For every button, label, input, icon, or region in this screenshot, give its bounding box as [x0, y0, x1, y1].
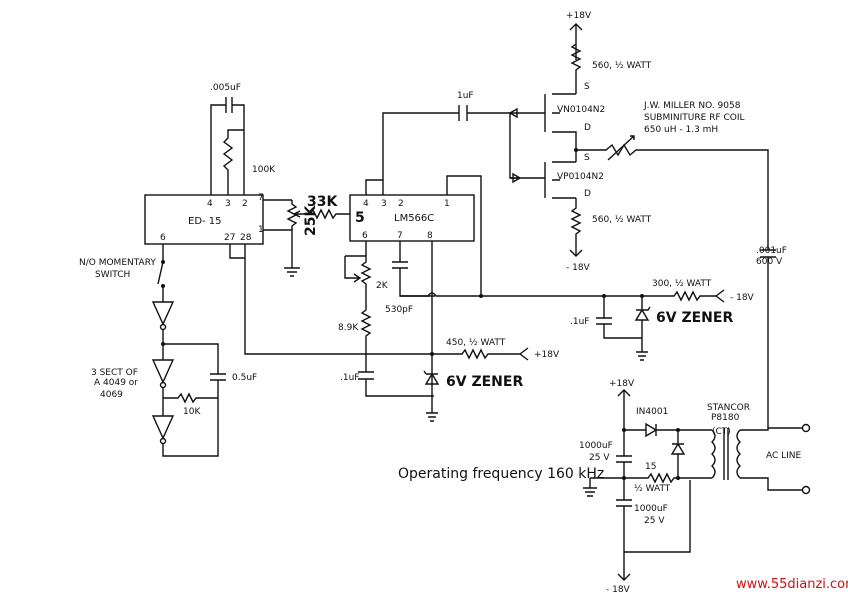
pot-25k: 25K [263, 199, 319, 277]
ed15-pin3: 3 [225, 199, 231, 209]
cap-001uf: .001uF 600 V [756, 246, 787, 420]
watermark: www.55dianzi.com [736, 577, 848, 592]
supply-pos-top: +18V [566, 11, 592, 21]
timing-network: 2K 8.9K .1uF [338, 241, 434, 397]
res-450-label: 450, ½ WATT [446, 338, 506, 348]
cap-1uf: 1uF [382, 91, 545, 180]
lm566-label: LM566C [394, 213, 434, 224]
cap-530pf-label: 530pF [385, 305, 413, 315]
lm566-pin1: 1 [444, 199, 450, 209]
res-560-bottom-label: 560, ½ WATT [592, 215, 652, 225]
cap-1000-top: 1000uF [579, 441, 613, 451]
res-15-watt: ½ WATT [634, 484, 671, 494]
zener-upper: 300, ½ WATT - 18V .1uF 6V ZENER [400, 279, 755, 361]
lm566-pin3: 3 [381, 199, 387, 209]
lm566-pin8: 8 [427, 231, 433, 241]
lm566-pin5: 5 [355, 210, 365, 226]
lm566-pin7: 7 [397, 231, 403, 241]
zener-upper-label: 6V ZENER [656, 310, 733, 326]
q2-source: S [584, 153, 590, 163]
switch-and-inverters: N/O MOMENTARY SWITCH 0.5uF 10K 3 SECT OF… [79, 244, 257, 457]
cap-005uf: .005uF [210, 83, 245, 195]
ac-line-label: AC LINE [766, 451, 802, 461]
inverter-label-line2: A 4049 or [94, 378, 138, 388]
res-560-top-label: 560, ½ WATT [592, 61, 652, 71]
res-100k: 100K [222, 129, 276, 195]
lm566-pin6: 6 [362, 231, 368, 241]
cap-530pf: 530pF [385, 241, 435, 315]
cap-1000-bot-v: 25 V [644, 516, 665, 526]
xfmr-label1: STANCOR [707, 403, 750, 413]
res-89k-label: 8.9K [338, 323, 359, 333]
supply-neg-top: - 18V [566, 263, 591, 273]
ground-lower [426, 412, 438, 422]
cap-01uf-b-label: .1uF [570, 317, 589, 327]
zener-lower-label: 6V ZENER [446, 374, 523, 390]
ed15-pin1: 1 [258, 225, 264, 235]
cap-01uf-a-label: .1uF [340, 373, 359, 383]
ed15-output-trace [229, 244, 432, 355]
q1-label: VN0104N2 [557, 105, 605, 115]
q1-source: S [584, 82, 590, 92]
ed15-pin7: 7 [258, 193, 264, 203]
lm566-chip: LM566C 4 3 2 1 5 6 7 8 [349, 194, 475, 242]
q2-drain: D [584, 189, 591, 199]
rf-coil-line1: J.W. MILLER NO. 9058 [643, 101, 741, 111]
lm566-pin1-trace [446, 175, 482, 296]
cap-1uf-label: 1uF [457, 91, 474, 101]
q2-label: VP0104N2 [557, 172, 604, 182]
mosfet-stage: +18V 560, ½ WATT S VN0104N2 D J.W. MILLE… [510, 11, 769, 273]
caption-operating-frequency: Operating frequency 160 kHz [398, 466, 604, 482]
lm566-pin4: 4 [363, 199, 369, 209]
xfmr-ct: (CT) [712, 427, 731, 437]
ed15-pin2: 2 [242, 199, 248, 209]
q1-drain: D [584, 123, 591, 133]
ed15-pin28: 28 [240, 233, 252, 243]
res-15-label: 15 [645, 462, 656, 472]
diode-label: IN4001 [636, 407, 668, 417]
trim-2k-label: 2K [376, 281, 389, 291]
supply-neg-mid: - 18V [730, 293, 755, 303]
lm566-pin2: 2 [398, 199, 404, 209]
supply-pos-mid: +18V [534, 350, 560, 360]
ed15-pin4: 4 [207, 199, 213, 209]
ed15-pin27: 27 [224, 233, 235, 243]
res-300-label: 300, ½ WATT [652, 279, 712, 289]
lm566-top-bridge [365, 179, 384, 195]
zener-lower: 450, ½ WATT +18V 6V ZENER [423, 338, 560, 390]
res-33k-label: 33K [307, 194, 338, 210]
switch-label-line1: N/O MOMENTARY [79, 258, 156, 268]
rf-coil-line2: SUBMINITURE RF COIL [644, 113, 745, 123]
supply-neg-ps: - 18V [606, 585, 631, 595]
xfmr-label2: P8180 [711, 413, 740, 423]
pot-25k-label: 25K [303, 205, 319, 236]
switch-label-line2: SWITCH [95, 270, 130, 280]
cap-001uf-voltage: 600 V [756, 257, 783, 267]
cap-1000-bot: 1000uF [634, 504, 668, 514]
cap-005uf-label: .005uF [210, 83, 241, 93]
supply-pos-ps: +18V [609, 379, 635, 389]
ed15-pin6: 6 [160, 233, 166, 243]
inverter-label-line3: 4069 [100, 390, 123, 400]
inverter-label-line1: 3 SECT OF [91, 368, 138, 378]
power-supply: +18V IN4001 1000uF 25 V 15 ½ WATT 1000uF… [579, 379, 811, 595]
cap-1000-top-v: 25 V [589, 453, 610, 463]
rf-coil-line3: 650 uH - 1.3 mH [644, 125, 718, 135]
res-100k-label: 100K [252, 165, 276, 175]
res-10k-label: 10K [183, 407, 201, 417]
ed15-label: ED- 15 [188, 216, 222, 227]
ed15-chip: ED- 15 4 3 2 7 1 6 27 28 [144, 193, 264, 245]
res-33k: 33K [300, 194, 350, 220]
cap-001uf-label: .001uF [756, 246, 787, 256]
cap-05uf-label: 0.5uF [232, 373, 257, 383]
